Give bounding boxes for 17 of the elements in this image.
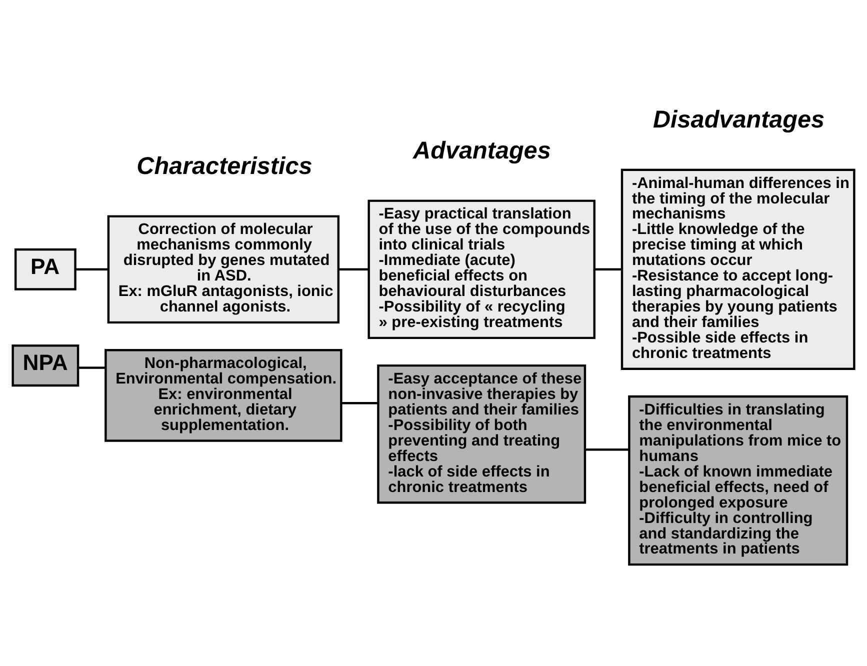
label: Disadvantages bbox=[652, 106, 825, 133]
connector bbox=[594, 268, 622, 270]
node-box: Correction of molecular mechanisms commonly disrupted by genes mutated in ASD. Ex: mGluR antagonists, ionic channel agonists. bbox=[107, 214, 340, 324]
label: Characteristics bbox=[136, 152, 312, 180]
label: Advantages bbox=[413, 136, 551, 164]
node-box: Non-pharmacological, Environmental compensation. Ex: environmental enrichment, dietary supplementation. bbox=[104, 348, 342, 442]
node-box: PA bbox=[14, 248, 76, 290]
connector bbox=[76, 268, 108, 270]
connector bbox=[585, 448, 630, 450]
node-box: NPA bbox=[12, 344, 80, 386]
node-box: -Easy practical translation of the use of the compounds into clinical trials -Immediate (acute) beneficial effects on behavioural disturbances -Possibility of « recycling » pre-existing treatments bbox=[368, 199, 596, 339]
node-box: -Animal-human differences in the timing of the molecular mechanisms -Little knowledge of the precise timing at which mutations occur -Resistance to accept long-lasting pharmacological therapies by young patients and their families -Possible side effects in chronic treatments bbox=[620, 168, 856, 370]
connector bbox=[78, 366, 106, 368]
connector bbox=[338, 268, 368, 270]
node-box: -Difficulties in translating the environmental manipulations from mice to humans -Lack of known immediate beneficial effects, need of prolonged exposure -Difficulty in controlling and standardizing the treatments in patients bbox=[628, 394, 848, 566]
connector bbox=[341, 402, 378, 404]
node-box: -Easy acceptance of these non-invasive therapies by patients and their families -Possibility of both preventing and treating effects -lack of side effects in chronic treatments bbox=[377, 364, 586, 504]
